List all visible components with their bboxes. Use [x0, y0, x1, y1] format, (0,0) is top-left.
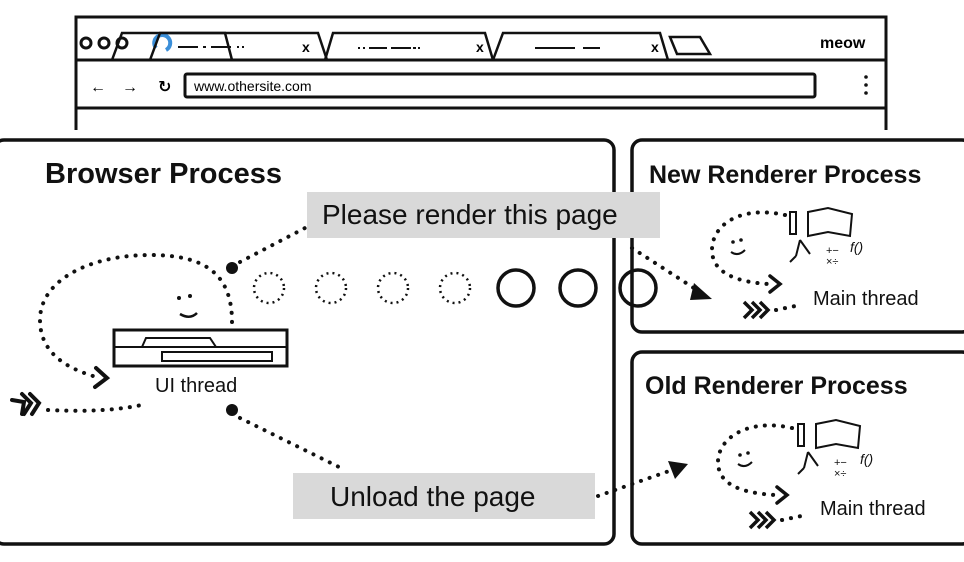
tab-2[interactable]: x — [323, 31, 495, 61]
browser-process-title: Browser Process — [45, 158, 282, 190]
unload-message-box: Unload the page — [293, 473, 595, 519]
main-thread-label: Main thread — [820, 498, 926, 520]
unload-arrow-line — [596, 468, 674, 498]
arrowhead-icon — [668, 461, 688, 479]
old-renderer-process-box — [630, 350, 964, 546]
kebab-menu-icon[interactable] — [864, 75, 868, 95]
render-message-text: Please render this page — [322, 199, 618, 230]
main-thread-label: Main thread — [813, 288, 919, 310]
chevrons-icon — [10, 392, 42, 416]
chevrons-icon — [742, 300, 771, 320]
chevrons-icon — [748, 510, 777, 530]
loading-spinner-icon — [152, 32, 173, 52]
mini-browser-icon — [112, 328, 289, 368]
svg-text:+−: +− — [834, 457, 847, 469]
book-tree-icon: +− ×÷ — [797, 418, 862, 480]
render-message-box: Please render this page — [307, 192, 660, 238]
function-label: f() — [850, 239, 863, 255]
new-renderer-main-thread: +− ×÷ f() Main thread — [709, 206, 919, 320]
svg-text:×÷: ×÷ — [826, 256, 838, 268]
new-renderer-title: New Renderer Process — [649, 161, 921, 189]
ui-thread-character: UI thread — [10, 252, 289, 416]
unload-message-text: Unload the page — [330, 481, 536, 512]
close-tab-icon[interactable]: x — [302, 39, 310, 55]
close-tab-icon[interactable]: x — [651, 39, 659, 55]
svg-text:+−: +− — [826, 245, 839, 257]
window-controls-icon[interactable] — [79, 36, 129, 50]
browser-process-box — [0, 138, 616, 546]
svg-text:×÷: ×÷ — [834, 468, 846, 480]
new-tab-button[interactable] — [668, 35, 713, 56]
arrow-icon — [93, 366, 111, 389]
old-renderer-main-thread: +− ×÷ f() Main thread — [715, 418, 926, 530]
tab-1[interactable]: x — [110, 31, 310, 61]
reload-icon[interactable]: ↻ — [158, 79, 171, 96]
close-tab-icon[interactable]: x — [476, 39, 484, 55]
function-label: f() — [860, 451, 873, 467]
back-icon[interactable]: ← — [90, 79, 106, 96]
ipc-message-circles — [252, 268, 658, 308]
book-tree-icon: +− ×÷ — [789, 206, 854, 268]
arrowhead-icon — [690, 283, 712, 300]
tab-3[interactable]: x — [491, 31, 670, 61]
profile-label: meow — [820, 35, 866, 52]
render-line — [238, 226, 307, 264]
unload-line — [238, 416, 347, 472]
address-bar[interactable] — [183, 72, 817, 99]
forward-icon[interactable]: → — [122, 79, 138, 96]
ui-thread-label: UI thread — [155, 375, 237, 397]
old-renderer-title: Old Renderer Process — [645, 372, 908, 400]
browser-window: x x x meow ← → ↻ www.othersite.com — [74, 15, 888, 130]
message-origin-dot — [226, 262, 238, 274]
url-text[interactable]: www.othersite.com — [193, 78, 311, 94]
message-origin-dot — [226, 404, 238, 416]
